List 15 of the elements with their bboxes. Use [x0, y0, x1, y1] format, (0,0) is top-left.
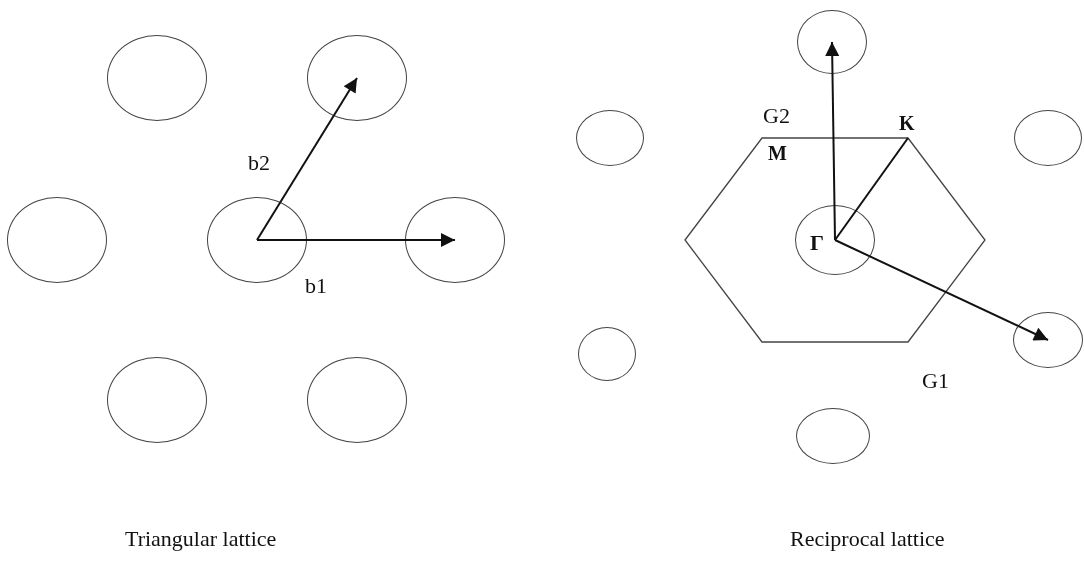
vector-label: b1: [305, 275, 327, 297]
vector-arrow: [825, 41, 840, 241]
vector-label: b2: [248, 152, 270, 174]
symmetry-point-label: K: [899, 113, 915, 133]
vector-arrow: [256, 233, 456, 247]
caption: Triangular lattice: [125, 528, 277, 550]
gamma-point-label: Γ: [810, 232, 824, 254]
vector-label: G2: [763, 105, 790, 127]
line: [834, 137, 909, 241]
vector-arrow: [834, 239, 1049, 341]
brillouin-zone-hexagon: [685, 138, 985, 342]
vector-arrow: [256, 77, 358, 241]
symmetry-point-label: M: [768, 143, 787, 163]
caption: Reciprocal lattice: [790, 528, 945, 550]
vector-label: G1: [922, 370, 949, 392]
